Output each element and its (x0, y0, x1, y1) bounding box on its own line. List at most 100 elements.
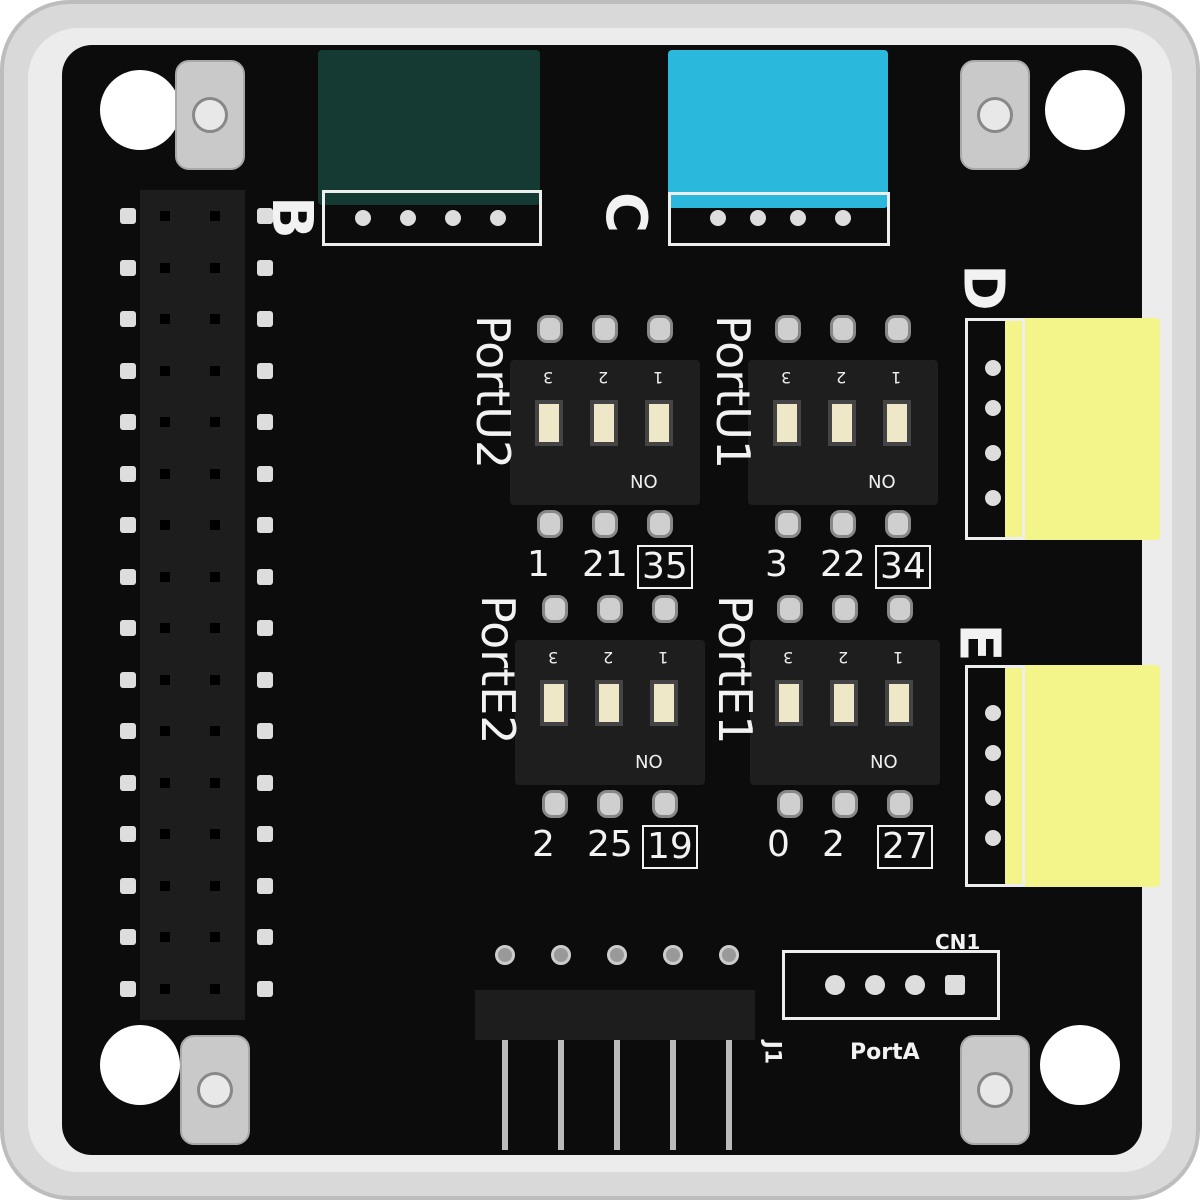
screw-icon (977, 97, 1013, 133)
screw-bracket (175, 60, 245, 170)
header-socket (210, 983, 220, 994)
pin-number: 25 (587, 824, 633, 865)
header-socket (210, 262, 220, 273)
pin-number: 0 (767, 824, 790, 865)
switch-number: 2 (598, 368, 609, 387)
pin-number: 22 (820, 544, 866, 585)
screw-bracket (960, 1035, 1030, 1145)
mounting-hole (100, 70, 180, 150)
switch-number: 2 (836, 368, 847, 387)
header-socket (210, 571, 220, 582)
label-j1: J1 (759, 1040, 785, 1065)
switch-toggle (650, 680, 678, 726)
on-label: ON (630, 470, 658, 491)
screw-icon (197, 1072, 233, 1108)
pin-number: 2 (532, 824, 555, 865)
port-label: PortE1 (708, 595, 762, 745)
solder-pad (832, 790, 858, 818)
header-pin (257, 208, 273, 224)
j1-pin (719, 945, 739, 965)
header-pin (120, 620, 136, 636)
connector-pin (835, 210, 851, 226)
header-pin (257, 259, 273, 276)
header-socket (210, 829, 220, 839)
switch-number: 2 (603, 648, 614, 667)
header-pin (120, 465, 136, 482)
header-socket (160, 571, 170, 582)
header-pin (257, 826, 273, 842)
solder-pad (885, 510, 911, 538)
connector-c-outline (668, 192, 890, 246)
pin-number: 21 (582, 544, 628, 585)
connector-pin (710, 210, 726, 226)
switch-number: 3 (548, 648, 559, 667)
j1-pin-leg (558, 1040, 564, 1150)
switch-toggle (773, 400, 801, 446)
connector-pin (985, 400, 1001, 416)
solder-pad (647, 315, 673, 343)
solder-pad (775, 510, 801, 538)
header-socket (160, 468, 170, 479)
solder-pad (597, 790, 623, 818)
switch-toggle (830, 680, 858, 726)
solder-pad (647, 510, 673, 538)
label-e: E (946, 623, 1012, 662)
pin-number: 35 (637, 545, 693, 589)
switch-toggle (595, 680, 623, 726)
header-socket (160, 520, 170, 530)
header-pin (120, 311, 136, 327)
solder-pad (830, 510, 856, 538)
solder-pad (537, 315, 563, 343)
header-socket (210, 726, 220, 736)
header-socket (160, 983, 170, 994)
solder-pad (887, 595, 913, 623)
header-pin (257, 311, 273, 327)
connector-pin (750, 210, 766, 226)
cn1-pin (945, 975, 965, 995)
j1-pin-leg (614, 1040, 620, 1150)
header-socket (210, 777, 220, 788)
switch-number: 3 (783, 648, 794, 667)
connector-pin (985, 445, 1001, 461)
pin-number: 34 (875, 545, 931, 589)
header-pin (257, 517, 273, 533)
solder-pad (832, 595, 858, 623)
header-pin (257, 877, 273, 894)
header-pin (257, 671, 273, 688)
j1-pin (551, 945, 571, 965)
switch-toggle (885, 680, 913, 726)
connector-pin (790, 210, 806, 226)
label-porta: PortA (850, 1040, 920, 1065)
connector-b (318, 50, 540, 205)
cn1-pin (825, 975, 845, 995)
connector-pin (985, 790, 1001, 806)
header-pin (120, 723, 136, 739)
header-pin (120, 929, 136, 945)
header-pin (257, 465, 273, 482)
connector-d (1005, 318, 1160, 540)
header-pin (120, 208, 136, 224)
pin-number: 19 (642, 825, 698, 869)
header-socket (160, 829, 170, 839)
header-pin (257, 620, 273, 636)
header-pin (120, 517, 136, 533)
mounting-hole (100, 1025, 180, 1105)
header-pin (120, 980, 136, 997)
header-pin (120, 568, 136, 585)
switch-toggle (828, 400, 856, 446)
switch-number: 1 (658, 648, 669, 667)
j1-pin-header (475, 990, 755, 1040)
connector-pin (355, 210, 371, 226)
pin-number: 2 (822, 824, 845, 865)
connector-e-outline (965, 665, 1025, 887)
connector-c (668, 50, 888, 208)
header-socket (210, 365, 220, 376)
header-pin (120, 826, 136, 842)
pin-number: 27 (877, 825, 933, 869)
solder-pad (597, 595, 623, 623)
cn1-pin (865, 975, 885, 995)
switch-number: 3 (543, 368, 554, 387)
screw-icon (192, 97, 228, 133)
header-socket (160, 417, 170, 427)
solder-pad (592, 510, 618, 538)
